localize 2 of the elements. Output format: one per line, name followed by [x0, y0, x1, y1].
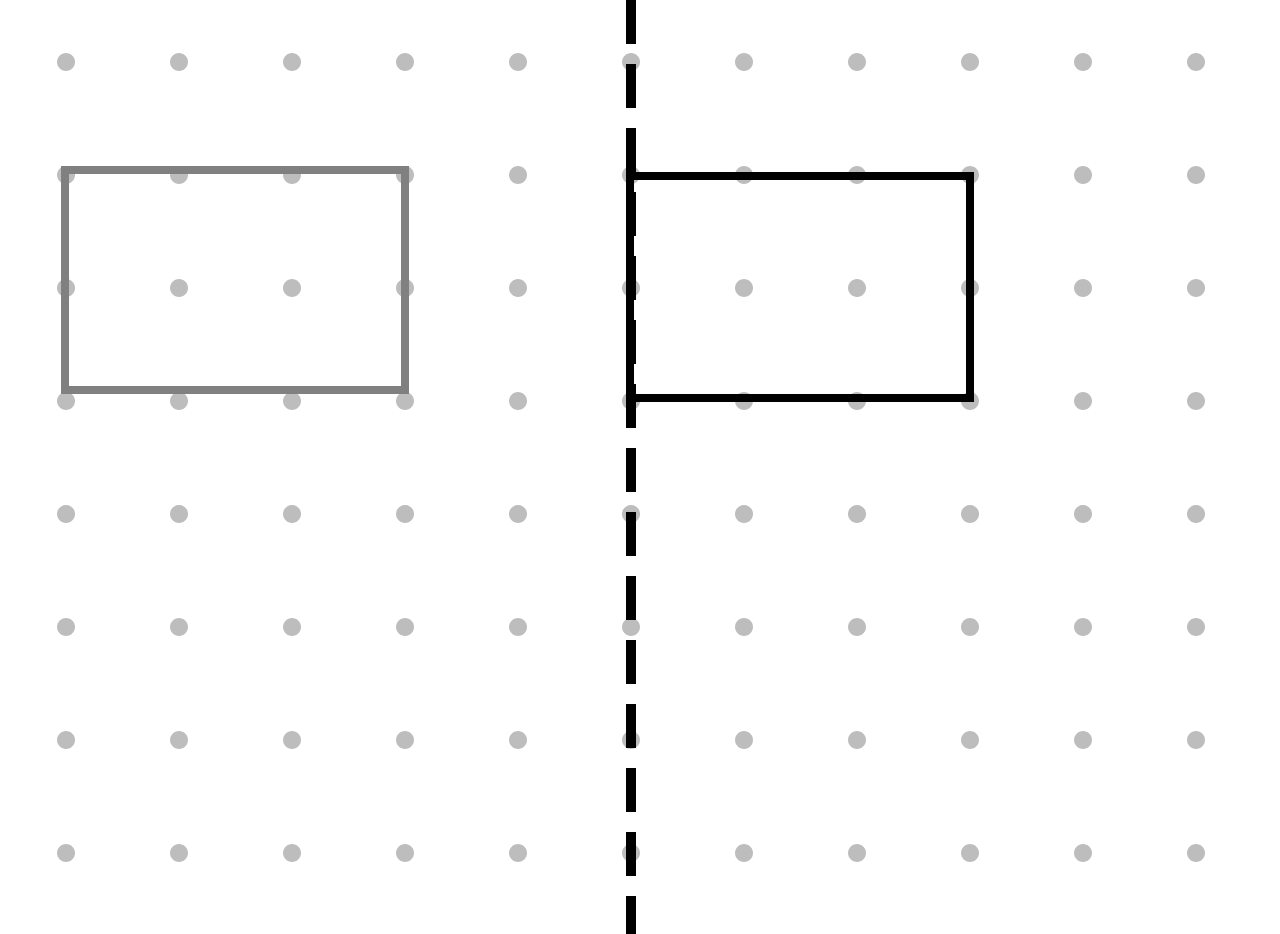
rectangle — [61, 166, 409, 394]
rectangle — [626, 172, 974, 402]
